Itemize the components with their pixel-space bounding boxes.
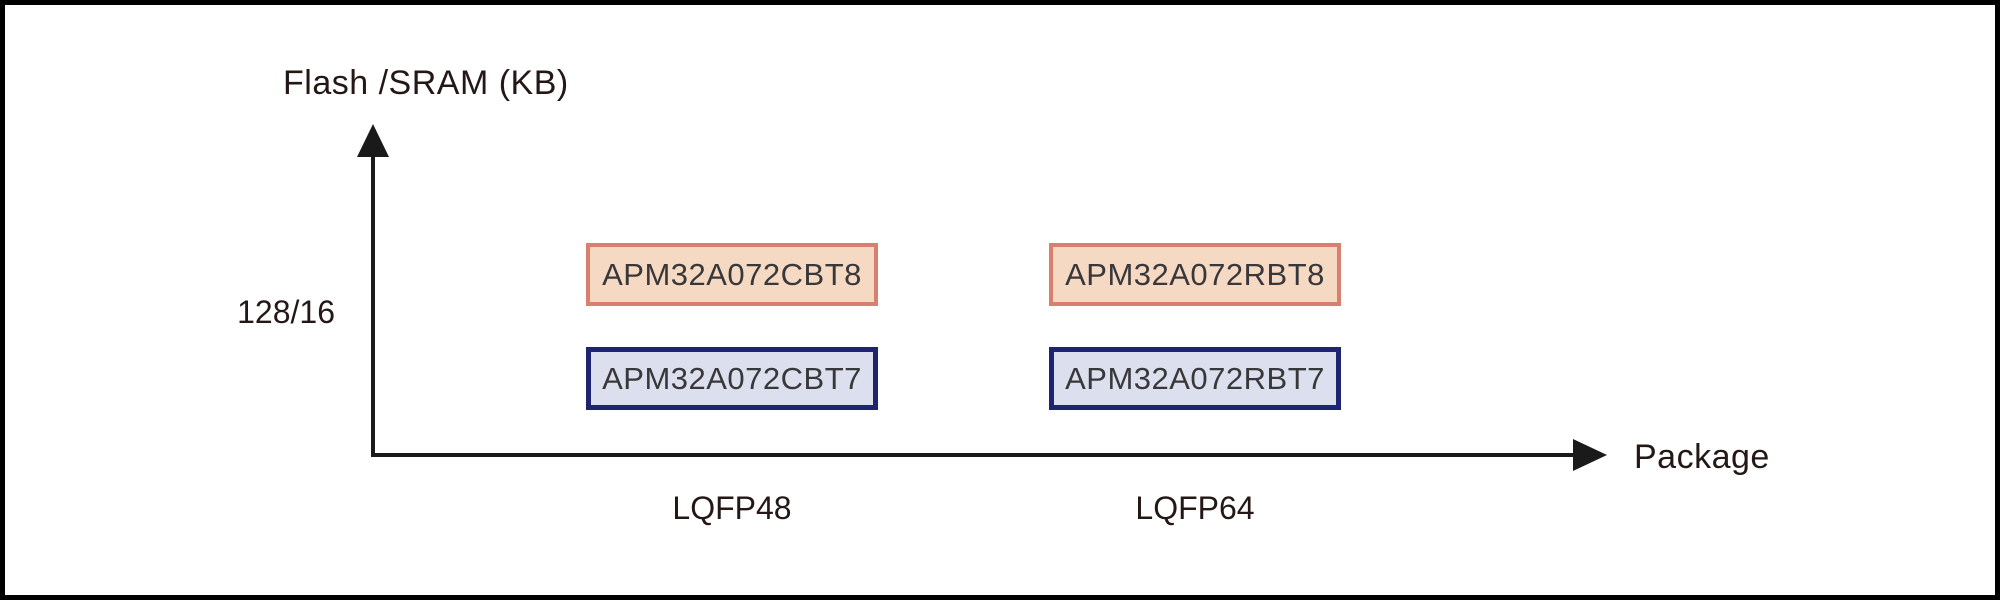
x-axis-title: Package <box>1634 438 1770 476</box>
x-axis-tick-lqfp48: LQFP48 <box>672 490 792 526</box>
y-axis-title: Flash /SRAM (KB) <box>283 64 569 102</box>
y-axis-line <box>371 150 375 455</box>
x-axis-line <box>371 453 1575 457</box>
part-box-apm32a072cbt7: APM32A072CBT7 <box>586 347 878 410</box>
x-axis-tick-lqfp64: LQFP64 <box>1135 490 1255 526</box>
arrow-right-icon <box>1573 439 1607 471</box>
y-axis-tick-label: 128/16 <box>237 294 335 330</box>
part-box-apm32a072cbt8: APM32A072CBT8 <box>586 243 878 306</box>
part-box-apm32a072rbt7: APM32A072RBT7 <box>1049 347 1341 410</box>
part-box-apm32a072rbt8: APM32A072RBT8 <box>1049 243 1341 306</box>
